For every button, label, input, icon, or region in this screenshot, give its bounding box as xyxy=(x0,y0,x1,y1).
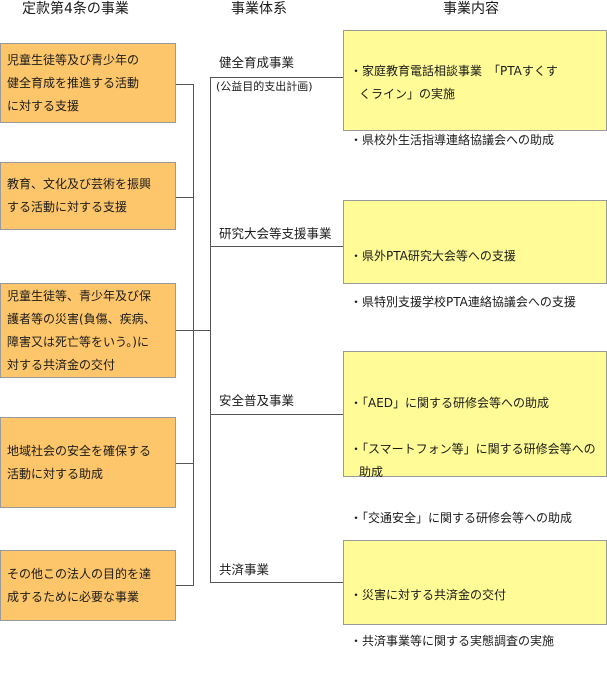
detail-item: ・災害に対する共済金の交付 xyxy=(350,588,507,602)
detail-item: ・家庭教育電話相談事業 「PTAすくす くライン」の実施 xyxy=(350,64,558,101)
article-box-3: 児童生徒等、青少年及び保 護者等の災害(負傷、疾病、 障害又は死亡等をいう。)に… xyxy=(0,283,176,378)
detail-item: ・共済事業等に関する実態調査の実施 xyxy=(350,634,555,648)
category-line-2 xyxy=(210,246,343,247)
category-label-kyosai: 共済事業 xyxy=(219,562,270,577)
detail-box-3: ・「AED」に関する研修会等への助成 ・「スマートフォン等」に関する研修会等への… xyxy=(343,351,607,525)
article-box-1: 児童生徒等及び青少年の 健全育成を推進する活動 に対する支援 xyxy=(0,43,176,123)
connector-article-3 xyxy=(176,330,193,331)
detail-box-2: ・県外PTA研究大会等への支援 ・県特別支援学校PTA連絡協議会への支援 xyxy=(343,200,607,309)
detail-item: ・「AED」に関する研修会等への助成 xyxy=(350,396,550,410)
connector-article-4 xyxy=(176,463,193,464)
connector-article-1 xyxy=(176,84,193,85)
detail-item: ・県特別支援学校PTA連絡協議会への支援 xyxy=(350,295,576,309)
connector-right-spine xyxy=(210,77,211,582)
connector-left-spine xyxy=(193,84,194,586)
detail-item: ・県外PTA研究大会等への支援 xyxy=(350,249,516,263)
category-label-anzen: 安全普及事業 xyxy=(219,393,295,408)
detail-box-4: ・災害に対する共済金の交付 ・共済事業等に関する実態調査の実施 xyxy=(343,540,607,648)
connector-middle-link xyxy=(193,330,210,331)
connector-article-5 xyxy=(176,585,193,586)
article-box-2: 教育、文化及び芸術を振興 する活動に対する支援 xyxy=(0,162,176,230)
detail-item: ・「スマートフォン等」に関する研修会等への 助成 xyxy=(350,442,596,479)
category-line-3 xyxy=(210,414,343,415)
article-box-4: 地域社会の安全を確保する 活動に対する助成 xyxy=(0,417,176,508)
category-sublabel-kenzen: (公益目的支出計画) xyxy=(216,80,313,93)
category-label-kenkyu: 研究大会等支援事業 xyxy=(219,226,332,241)
detail-box-1: ・家庭教育電話相談事業 「PTAすくす くライン」の実施 ・県校外生活指導連絡協… xyxy=(343,30,607,147)
detail-item: ・「交通安全」に関する研修会等への助成 xyxy=(350,511,573,525)
category-label-kenzen: 健全育成事業 xyxy=(219,55,295,70)
header-system: 事業体系 xyxy=(231,1,287,17)
article-box-5: その他この法人の目的を達 成するために必要な事業 xyxy=(0,550,176,621)
detail-item: ・県校外生活指導連絡協議会への助成 xyxy=(350,133,555,147)
header-content: 事業内容 xyxy=(443,1,499,17)
category-line-4 xyxy=(210,582,343,583)
category-line-1 xyxy=(210,77,343,78)
header-articles: 定款第4条の事業 xyxy=(22,1,129,17)
connector-article-2 xyxy=(176,197,193,198)
